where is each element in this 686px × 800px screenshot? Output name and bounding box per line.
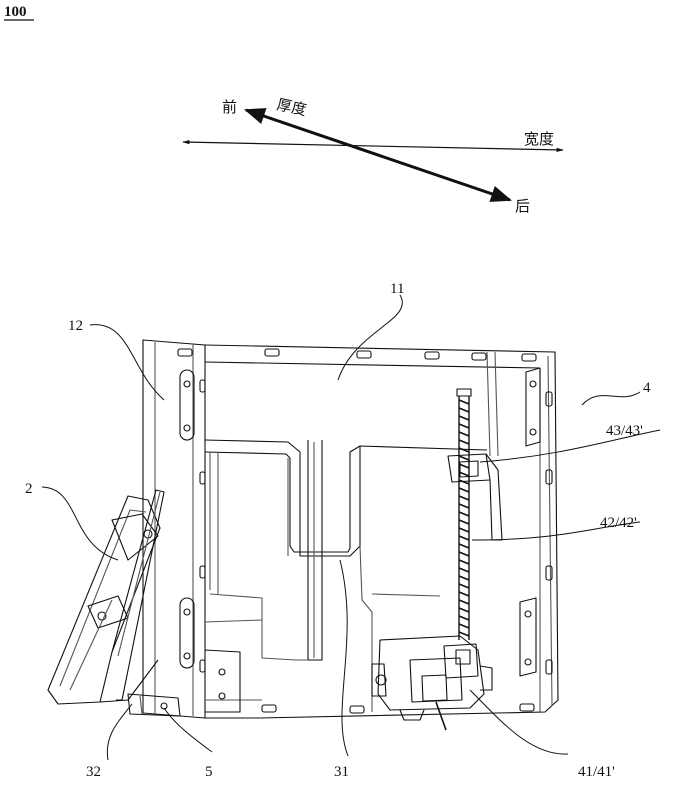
front-back-arrow	[246, 110, 510, 200]
label-12: 12	[68, 318, 83, 334]
leader-31	[340, 560, 348, 756]
right-outer-edge	[548, 356, 552, 706]
label-front: 前	[222, 98, 237, 116]
label-11: 11	[390, 281, 404, 297]
lead-screw	[457, 389, 471, 640]
label-43: 43/43'	[606, 423, 643, 439]
label-41: 41/41'	[578, 764, 615, 780]
bottom-slots	[262, 704, 534, 713]
inner-frame	[205, 440, 487, 712]
left-edge-slots	[200, 380, 205, 672]
label-back: 后	[515, 197, 530, 215]
figure-number: 100	[4, 4, 34, 20]
label-32: 32	[86, 764, 101, 780]
motor-assembly	[372, 636, 492, 730]
leader-4	[582, 392, 640, 405]
top-edge-line	[205, 362, 540, 368]
label-thickness: 厚度	[275, 95, 308, 119]
label-31: 31	[334, 764, 349, 780]
left-mount-slots	[180, 370, 194, 668]
label-5: 5	[205, 764, 213, 780]
leader-12	[90, 325, 164, 400]
leader-11	[338, 295, 402, 380]
direction-indicator: 前 厚度 宽度 后	[183, 95, 563, 215]
label-width: 宽度	[524, 130, 554, 148]
frame-assembly	[48, 340, 558, 730]
leader-41	[470, 690, 568, 754]
label-4: 4	[643, 380, 651, 396]
hinge-block	[128, 694, 180, 716]
back-panel	[205, 345, 558, 718]
link-arm	[112, 490, 164, 700]
lower-left-bracket	[205, 650, 240, 712]
leader-32	[107, 704, 132, 760]
reference-labels: 11 12 4 43/43' 2 42/42' 32 5 31 41/41'	[25, 281, 651, 780]
right-mount-lugs	[520, 368, 540, 676]
figure-number-text: 100	[4, 4, 27, 20]
nut-block	[448, 454, 502, 540]
width-axis-arrow	[183, 142, 563, 150]
label-42: 42/42'	[600, 515, 637, 531]
label-2: 2	[25, 481, 33, 497]
